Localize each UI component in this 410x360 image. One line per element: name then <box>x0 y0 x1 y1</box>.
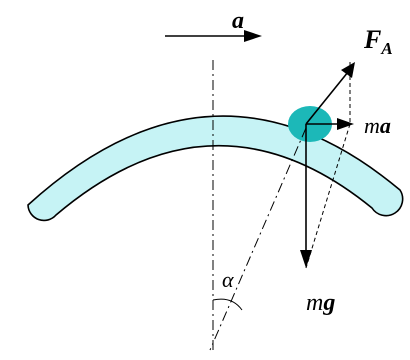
gravity-g: g <box>322 290 335 316</box>
gravity-arrowhead <box>300 250 312 268</box>
inertial-force-m: m <box>364 113 380 138</box>
buoyant-force-label: FA <box>363 25 393 58</box>
buoyant-force-subscript: A <box>380 39 392 58</box>
buoyant-force-letter: F <box>363 25 381 54</box>
angle-arc <box>212 298 243 311</box>
inertial-force-a: a <box>380 113 391 138</box>
acceleration-label: a <box>232 8 244 34</box>
buoyant-force-arrowhead <box>341 62 355 78</box>
inertial-force-label: ma <box>364 113 391 138</box>
gravity-label: mg <box>306 290 335 316</box>
inertial-force-arrowhead <box>337 118 354 130</box>
buoyant-force-arrow-shaft <box>305 71 349 125</box>
gravity-m: m <box>306 290 323 316</box>
inclined-axis <box>209 127 307 351</box>
acceleration-arrowhead <box>244 30 262 42</box>
curved-tube <box>27 115 404 222</box>
angle-label: α <box>222 267 234 292</box>
